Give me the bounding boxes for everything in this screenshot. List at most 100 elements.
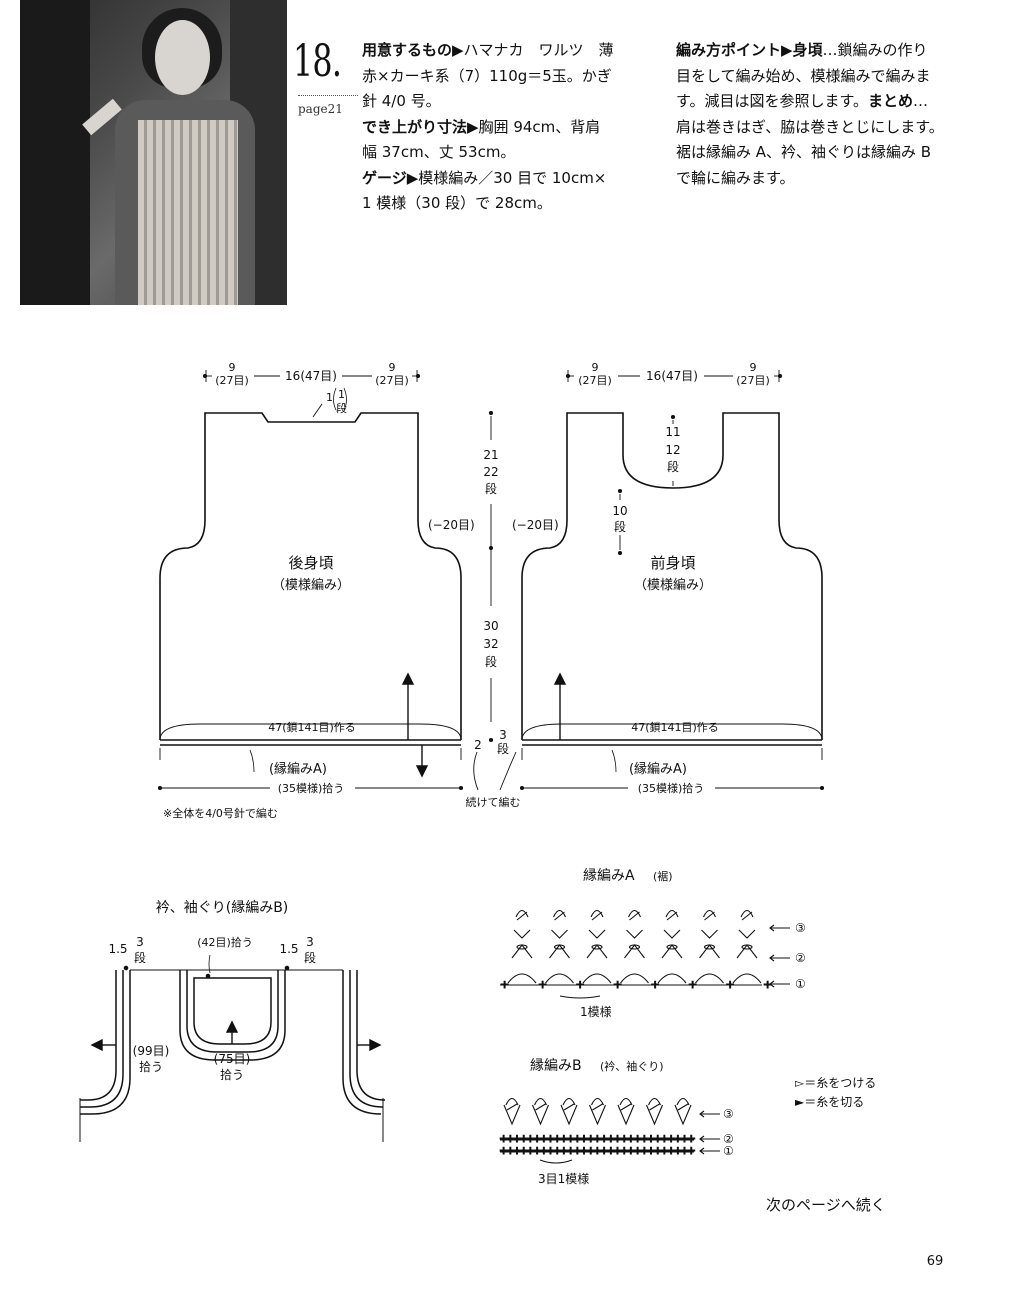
materials-heading: ゲージ: [362, 168, 407, 187]
edge-b-motif: [531, 1097, 550, 1126]
materials-line: 赤×カーキ系（7）110g＝5玉。かぎ: [362, 64, 652, 90]
materials-heading: 用意するもの: [362, 41, 453, 59]
edge-b-stitch: +: [526, 1132, 535, 1145]
instructions-text: 目をして編み始め、模様編みで編みま: [676, 66, 931, 85]
edge-b-stitch: +: [559, 1132, 568, 1145]
edge-b-stitch: +: [687, 1144, 696, 1157]
instructions-text: 肩は巻きはぎ、脇は巻きとじにします。: [676, 117, 944, 136]
edge-b-row2: ②: [723, 1132, 734, 1146]
edge-b-stitch: +: [640, 1144, 649, 1157]
edge-b-stitch: +: [499, 1144, 508, 1157]
back-neck-rows-unit: 段: [336, 401, 347, 415]
front-pickup-st: (75目): [214, 1052, 251, 1066]
materials-line: 針 4/0 号。: [362, 89, 652, 115]
edge-b-motif: [645, 1097, 664, 1126]
edge-b-stitch: +: [579, 1132, 588, 1145]
front-body-outline: [521, 412, 823, 740]
instructions-column: 編み方ポイント▶身頃…鎖編みの作り目をして編み始め、模様編みで編みます。減目は図…: [676, 38, 966, 191]
front-neck-unit: 段: [667, 459, 679, 474]
collar-right-cm: 1.5: [279, 942, 298, 956]
edge-a-motif: +: [507, 909, 548, 992]
legend-attach: ▻＝糸をつける: [795, 1076, 876, 1090]
edge-a-row-arrow: [769, 954, 790, 962]
edge-b-motif: [560, 1097, 578, 1126]
edge-b-stitch: +: [566, 1144, 575, 1157]
edge-b-repeat: 3目1模様: [538, 1172, 589, 1186]
front-title: 前身頃: [650, 554, 695, 572]
continue-knitting: 続けて編む: [466, 795, 521, 809]
edge-b-stitch: +: [533, 1144, 542, 1157]
edge-b-stitch: +: [586, 1144, 595, 1157]
edge-b-stitch: +: [653, 1132, 662, 1145]
edge-b-stitch: +: [626, 1144, 635, 1157]
pattern-number: 18.: [293, 36, 342, 87]
front-subtitle: （模様編み）: [634, 577, 712, 593]
front-pickup: (35模様)拾う: [638, 781, 705, 795]
edge-b-chart: ++++++++++++++++++++++++++++++++++++++++…: [498, 1097, 720, 1164]
instructions-line: 肩は巻きはぎ、脇は巻きとじにします。: [676, 115, 966, 141]
edge-b-stitch: +: [600, 1144, 609, 1157]
armhole-pickup-label: 拾う: [139, 1059, 163, 1074]
center-dimension: [473, 410, 517, 791]
edge-b-stitch: +: [660, 1132, 669, 1145]
edge-a-repeat-brace: [559, 995, 601, 999]
edge-b-stitch: +: [613, 1144, 622, 1157]
back-top-mid: 16(47目): [285, 369, 337, 383]
instructions-line: す。減目は図を参照します。まとめ…: [676, 89, 966, 115]
back-chain: 47(鎖141目)作る: [268, 720, 356, 734]
instructions-summary-heading: まとめ: [868, 92, 914, 110]
edge-b-stitch: +: [687, 1132, 696, 1145]
front-top-right-cm: 9: [750, 361, 757, 374]
edge-b-stitch: +: [559, 1144, 568, 1157]
edge-b-stitch: +: [620, 1132, 629, 1145]
edge-b-stitch: +: [653, 1144, 662, 1157]
edge-b-motif: [617, 1097, 635, 1126]
front-neck-cm: 11: [665, 425, 680, 439]
edge-b-stitch: +: [600, 1132, 609, 1145]
edge-b-stitch: +: [499, 1132, 508, 1145]
edge-b-stitch: +: [553, 1132, 562, 1145]
collar-left-cm: 1.5: [108, 942, 127, 956]
materials-line: 1 模様（30 段）で 28cm。: [362, 191, 652, 217]
edge-b-stitch: +: [646, 1144, 655, 1157]
lower-height-cm: 30: [483, 619, 498, 633]
edge-b-stitch: +: [673, 1132, 682, 1145]
edge-a-plus: +: [500, 978, 509, 991]
edge-a-row1: ①: [795, 977, 806, 991]
edge-b-title: 縁編みB: [530, 1058, 582, 1074]
materials-line: 幅 37cm、丈 53cm。: [362, 140, 652, 166]
continued-note: 次のページへ続く: [766, 1196, 886, 1214]
collar-left-unit: 段: [134, 950, 146, 965]
edge-a-repeat: 1模様: [580, 1005, 612, 1019]
edge-b-stitch: +: [553, 1144, 562, 1157]
model-photo: [20, 0, 287, 305]
border-height-unit: 段: [497, 741, 509, 756]
edge-b-stitch: +: [680, 1132, 689, 1145]
upper-height-cm: 21: [483, 448, 498, 462]
materials-heading: でき上がり寸法: [362, 117, 468, 136]
edge-a-title: 縁編みA: [583, 868, 635, 884]
edge-a-motif: +: [695, 909, 735, 992]
back-body-outline: [159, 412, 462, 740]
edge-b-stitch: +: [606, 1144, 615, 1157]
edge-a-plus: +: [538, 978, 547, 991]
front-armhole-dec: (−20目): [512, 518, 559, 532]
edge-b-row-arrow: [699, 1110, 720, 1118]
edge-b-stitch: +: [633, 1132, 642, 1145]
edge-b-motif: [503, 1097, 521, 1126]
instructions-summary-tail: …: [913, 92, 929, 110]
edge-b-title-small: (衿、袖ぐり): [600, 1059, 664, 1073]
edge-a-plus: +: [576, 978, 585, 991]
edge-b-stitch: +: [613, 1132, 622, 1145]
edge-b-stitch: +: [620, 1144, 629, 1157]
edge-b-repeat-brace: [539, 1159, 573, 1164]
edge-b-stitch: +: [673, 1144, 682, 1157]
front-neck-rows: 12: [665, 443, 680, 457]
materials-text: 針 4/0 号。: [362, 92, 441, 110]
front-top-left-st: (27目): [578, 374, 612, 387]
photo-door: [20, 0, 90, 305]
materials-text: 赤×カーキ系（7）110g＝5玉。かぎ: [362, 66, 612, 85]
front-neck2-rows: 10: [612, 504, 627, 518]
edge-b-stitch: +: [606, 1132, 615, 1145]
